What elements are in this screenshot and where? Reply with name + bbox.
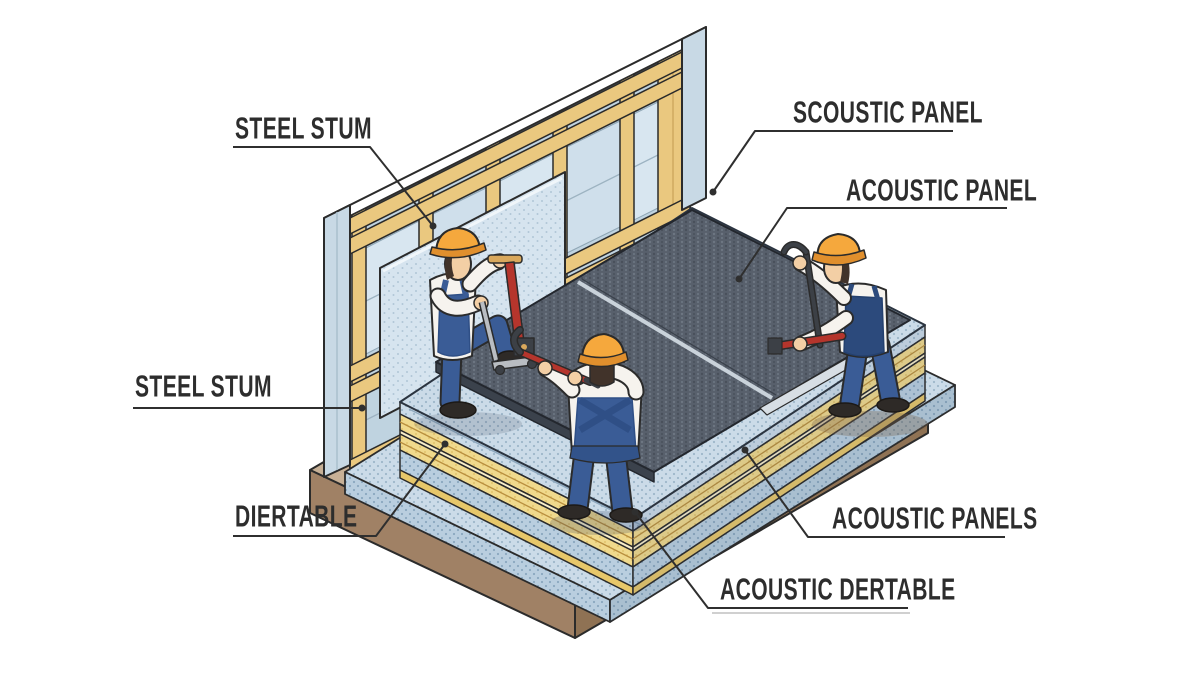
worker-right-vest [843, 295, 885, 357]
leader-scoustic-panel [712, 130, 953, 193]
label-acoustic-panel: ACOUSTIC PANEL [846, 173, 1038, 208]
label-acoustic-dertable: ACOUSTIC DERTABLE [720, 572, 956, 607]
red-clamp-tool [767, 331, 847, 355]
label-acoustic-panels: ACOUSTIC PANELS [832, 501, 1038, 536]
worker-right-shadow [812, 411, 928, 437]
leader-diertable [233, 443, 446, 537]
worker-center [510, 326, 650, 535]
leader-acoustic-panel [738, 207, 1007, 280]
leader-steel-stum-top [233, 146, 434, 227]
worker-left [414, 227, 541, 436]
worker-right [767, 233, 928, 437]
label-steel-stum-top: STEEL STUM [235, 111, 372, 146]
leader-acoustic-dertable [634, 511, 908, 609]
leader-acoustic-panels [744, 449, 1005, 538]
panel-lifter-tool [478, 254, 541, 376]
worker-left-shadow [414, 412, 522, 436]
label-steel-stum-left: STEEL STUM [135, 369, 272, 404]
crowbar-tool [780, 241, 824, 349]
leader-lines [133, 130, 1007, 614]
worker-left-shoe [439, 401, 477, 419]
label-scoustic-panel: SCOUSTIC PANEL [793, 95, 983, 130]
leader-dots [358, 188, 749, 516]
label-diertable: DIERTABLE [235, 499, 358, 534]
